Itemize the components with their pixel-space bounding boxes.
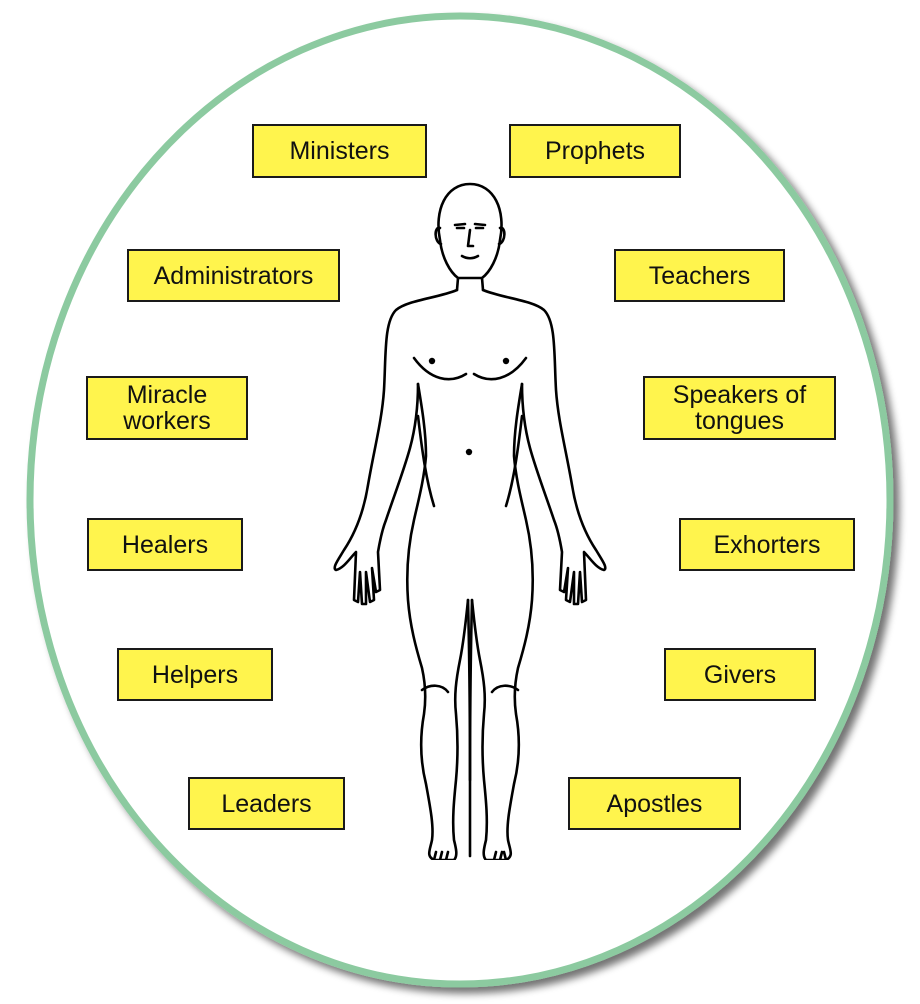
label-apostles: Apostles — [568, 777, 741, 830]
label-miracle-workers: Miracle workers — [86, 376, 248, 440]
label-speakers-of-tongues: Speakers of tongues — [643, 376, 836, 440]
label-helpers: Helpers — [117, 648, 273, 701]
label-exhorters: Exhorters — [679, 518, 855, 571]
label-teachers: Teachers — [614, 249, 785, 302]
label-leaders: Leaders — [188, 777, 345, 830]
label-healers: Healers — [87, 518, 243, 571]
label-prophets: Prophets — [509, 124, 681, 178]
label-givers: Givers — [664, 648, 816, 701]
human-body-outline-icon — [330, 180, 610, 860]
label-ministers: Ministers — [252, 124, 427, 178]
label-administrators: Administrators — [127, 249, 340, 302]
